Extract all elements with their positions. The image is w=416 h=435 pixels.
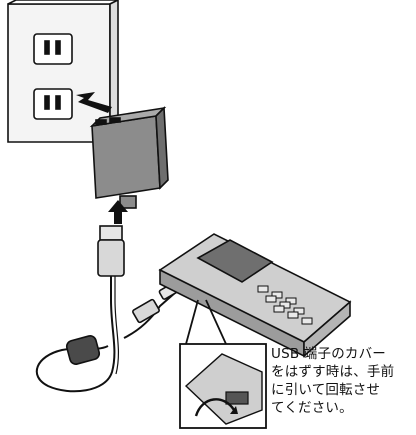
ac-adapter-icon — [89, 106, 169, 209]
usb-cable-icon — [35, 225, 180, 393]
caption-line-4: てください。 — [271, 400, 353, 416]
caption-line-3: に引いて回転させ — [271, 382, 381, 398]
wall-outlet-icon — [7, 0, 119, 144]
usb-cover-detail-inset — [179, 299, 267, 429]
mobile-phone-icon — [158, 233, 352, 358]
rotate-arrow-icon — [194, 398, 238, 417]
caption-line-1: USB 端子のカバー — [271, 346, 387, 362]
usb-cover-instruction: USB 端子のカバー をはずす時は、手前 に引いて回転させ てください。 — [271, 345, 413, 417]
plug-in-arrow-icon — [108, 200, 128, 224]
ferrite-core-icon — [65, 335, 101, 365]
caption-line-2: をはずす時は、手前 — [271, 364, 395, 380]
plug-in-arrow-icon — [76, 92, 112, 113]
